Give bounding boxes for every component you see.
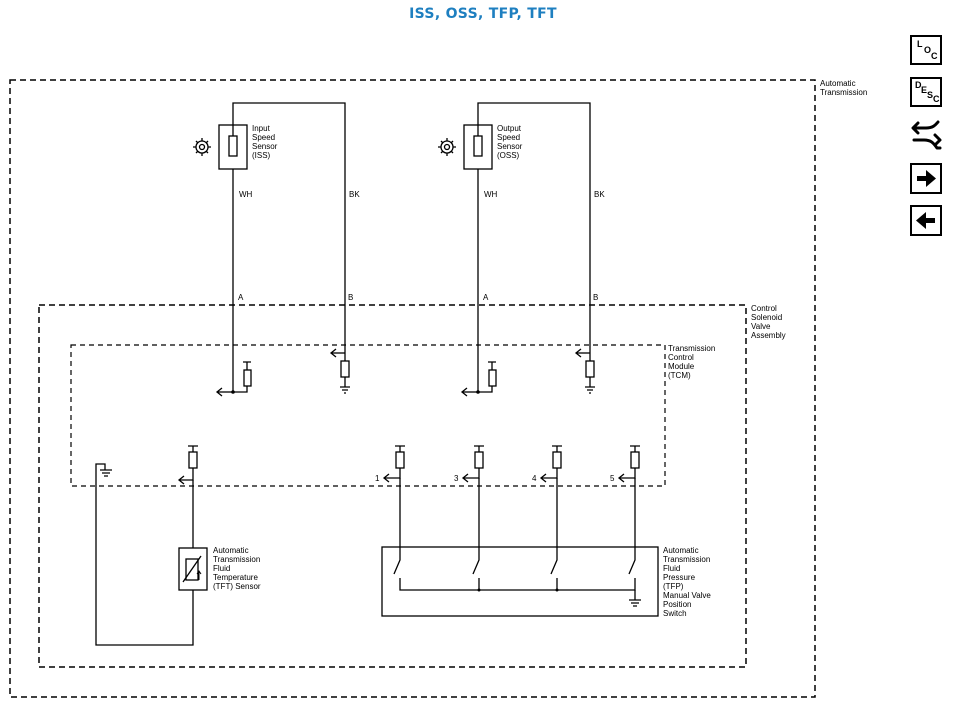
loc-icon-l: L: [917, 39, 923, 49]
loc-icon-o: O: [924, 45, 932, 55]
tft-label-2: Transmission: [213, 555, 260, 564]
tft-sensor-body: [196, 570, 202, 580]
tfp-pin-1: 1: [375, 474, 380, 483]
tcm-iss-input: [215, 348, 350, 397]
tfp-label-4: Pressure: [663, 573, 696, 582]
oss-signal-pin: A: [483, 293, 489, 302]
tcm-label-1: Transmission: [668, 344, 715, 353]
desc-icon-c: C: [933, 94, 940, 104]
automatic-transmission-label-2: Transmission: [820, 88, 867, 97]
loc-button[interactable]: L O C: [910, 35, 942, 65]
automatic-transmission-label-1: Automatic: [820, 79, 856, 88]
tft-label-4: Temperature: [213, 573, 258, 582]
iss-signal-pin: A: [238, 293, 244, 302]
control-solenoid-boundary: [38, 304, 747, 668]
iss-label-4: (ISS): [252, 151, 271, 160]
connector-swap-icon: [911, 120, 942, 150]
iss-label-1: Input: [252, 124, 271, 133]
iss-signal-wire-color: WH: [239, 190, 253, 199]
loc-icon-c: C: [931, 51, 938, 61]
control-solenoid-label-1: Control: [751, 304, 777, 313]
tfp-circuits: [381, 445, 659, 617]
tfp-label-3: Fluid: [663, 564, 680, 573]
oss-low-wire-color: BK: [594, 190, 605, 199]
previous-arrow-icon: [916, 212, 935, 229]
tcm-label-4: (TCM): [668, 371, 691, 380]
tcm-label-3: Module: [668, 362, 695, 371]
tfp-label-2: Transmission: [663, 555, 710, 564]
previous-button[interactable]: [910, 205, 942, 236]
tfp-label-5: (TFP): [663, 582, 684, 591]
tfp-pin-5: 5: [610, 474, 615, 483]
tcm-oss-input: [460, 348, 595, 397]
iss-label-2: Speed: [252, 133, 275, 142]
page-title: ISS, OSS, TFP, TFT: [409, 6, 557, 22]
next-button[interactable]: [910, 163, 942, 194]
tcm-label-2: Control: [668, 353, 694, 362]
oss-label-3: Sensor: [497, 142, 523, 151]
connector-swap-button[interactable]: [910, 118, 944, 154]
tfp-pin-3: 3: [454, 474, 459, 483]
iss-low-wire-color: BK: [349, 190, 360, 199]
oss-signal-wire-color: WH: [484, 190, 498, 199]
iss-label-3: Sensor: [252, 142, 278, 151]
tfp-label-1: Automatic: [663, 546, 699, 555]
tfp-label-7: Position: [663, 600, 691, 609]
oss-sensor: [438, 102, 591, 392]
tfp-pin-4: 4: [532, 474, 537, 483]
oss-label-2: Speed: [497, 133, 520, 142]
automatic-transmission-boundary: [9, 79, 816, 698]
control-solenoid-label-2: Solenoid: [751, 313, 782, 322]
oss-label-1: Output: [497, 124, 522, 133]
desc-icon-e: E: [921, 85, 928, 95]
tcm-boundary: [70, 344, 666, 487]
tfp-label-8: Switch: [663, 609, 687, 618]
iss-sensor: [193, 102, 346, 392]
tft-label-3: Fluid: [213, 564, 230, 573]
tft-label-5: (TFT) Sensor: [213, 582, 261, 591]
next-arrow-icon: [917, 170, 936, 187]
desc-button[interactable]: D E S C: [910, 77, 942, 107]
desc-icon-d: D: [915, 80, 922, 90]
iss-low-pin: B: [348, 293, 353, 302]
tft-circuit: [95, 445, 208, 646]
desc-icon-s: S: [927, 90, 934, 100]
oss-label-4: (OSS): [497, 151, 520, 160]
oss-low-pin: B: [593, 293, 598, 302]
control-solenoid-label-3: Valve: [751, 322, 771, 331]
tft-label-1: Automatic: [213, 546, 249, 555]
tfp-label-6: Manual Valve: [663, 591, 711, 600]
control-solenoid-label-4: Assembly: [751, 331, 786, 340]
